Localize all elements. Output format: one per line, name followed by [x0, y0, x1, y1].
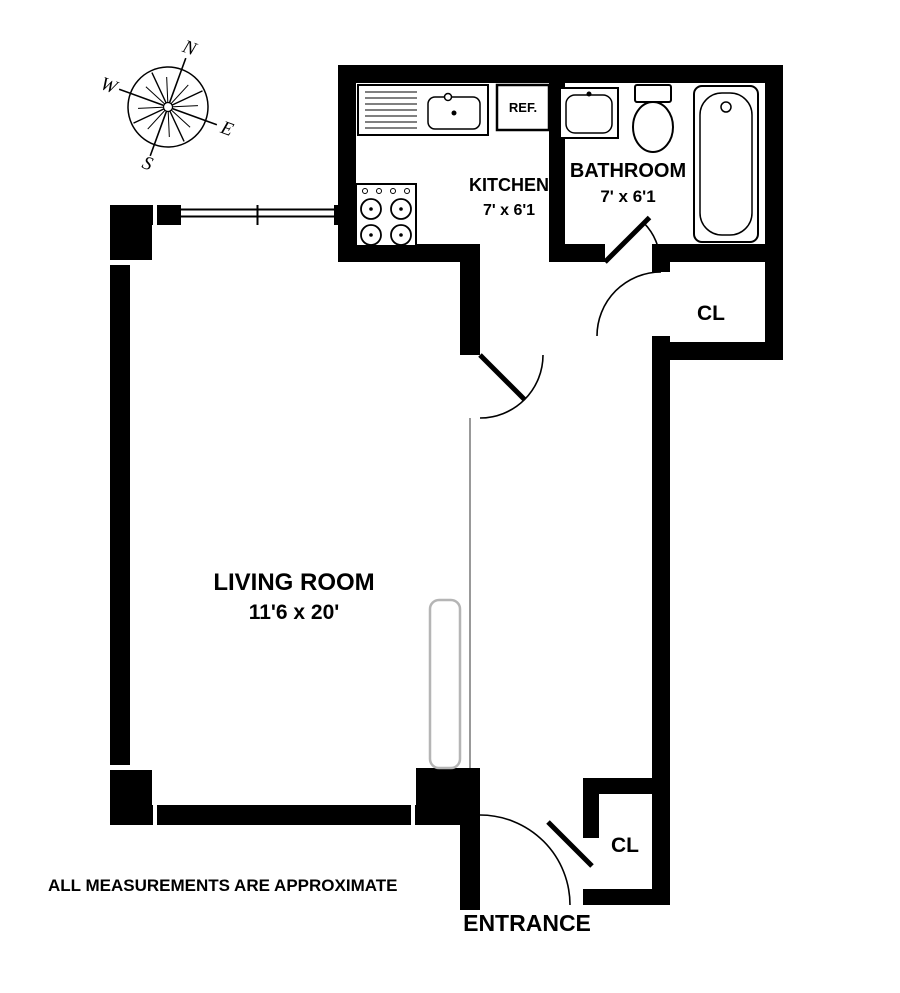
compass-hub — [162, 101, 174, 113]
wall-segment — [652, 342, 670, 778]
bathroom-label: BATHROOM — [570, 160, 686, 182]
disclaimer-text: ALL MEASUREMENTS ARE APPROXIMATE — [48, 876, 397, 895]
living-room-label: LIVING ROOM — [213, 569, 374, 596]
stove-burner-center — [369, 233, 373, 237]
door-arc — [643, 222, 661, 263]
kitchen-dims: 7' x 6'1 — [483, 202, 535, 219]
bathroom-sink-basin — [565, 94, 613, 134]
wall-segment — [652, 262, 670, 272]
entrance-label: ENTRANCE — [463, 910, 591, 936]
wall-segment — [110, 205, 130, 825]
closet-lower-label: CL — [611, 834, 639, 857]
door-leaf — [603, 215, 652, 264]
wall-notch — [110, 260, 130, 265]
bathtub-basin — [699, 92, 753, 236]
closet-upper-label: CL — [697, 302, 725, 325]
compass-spoke — [133, 106, 169, 124]
bathroom-faucet-icon — [586, 91, 592, 97]
compass-spoke — [149, 106, 169, 157]
compass-spoke — [167, 57, 187, 108]
wall-notch — [110, 765, 130, 770]
wall-notch — [153, 205, 157, 225]
toilet-tank — [634, 84, 672, 103]
stove-knob — [404, 188, 410, 194]
compass-south-label: S — [139, 152, 156, 175]
labels: REF. KITCHEN 7' x 6'1 BATHROOM 7' x 6'1 … — [48, 100, 725, 936]
bathtub-drain — [720, 101, 732, 113]
wall-segment — [460, 775, 480, 910]
wall-segment — [583, 778, 670, 794]
stove-knob — [376, 188, 382, 194]
kitchen-label: KITCHEN — [469, 175, 549, 195]
stove-burner-center — [399, 233, 403, 237]
wall-segment — [652, 244, 765, 262]
living-room-dims: 11'6 x 20' — [249, 601, 340, 624]
kitchen-faucet-icon — [443, 92, 453, 102]
wall-notch — [411, 805, 415, 825]
window — [179, 205, 336, 225]
compass-rose: N E S W — [98, 36, 237, 176]
compass-north-label: N — [179, 36, 200, 61]
wall-segment — [652, 778, 670, 905]
gray-details — [428, 418, 471, 770]
compass-spoke — [118, 88, 169, 108]
wall-notches — [110, 205, 415, 825]
wall-segment — [460, 244, 480, 355]
kitchen-fixtures — [355, 83, 551, 247]
door-arc — [596, 271, 662, 337]
stove-burner-center — [369, 207, 373, 211]
sliding-door-leaf — [428, 598, 462, 770]
kitchen-sink-drain — [451, 110, 457, 116]
wall-segment — [583, 889, 670, 905]
wall-segment — [110, 805, 480, 825]
door-leaf — [478, 353, 527, 402]
corner-pillar — [110, 205, 152, 260]
wall-segment — [335, 205, 356, 225]
refrigerator — [495, 83, 551, 132]
walls — [110, 65, 783, 910]
bathroom-dims: 7' x 6'1 — [600, 187, 655, 206]
door-arc — [479, 814, 571, 906]
door-leaf — [546, 820, 594, 868]
compass-spoke — [167, 106, 218, 126]
refrigerator-label: REF. — [509, 100, 537, 115]
doors — [478, 215, 662, 906]
compass-spoke — [167, 90, 203, 108]
compass-west-label: W — [98, 73, 122, 99]
compass-spoke — [151, 72, 169, 108]
stove-knob — [362, 188, 368, 194]
wall-segment — [565, 244, 605, 262]
compass-east-label: E — [217, 117, 236, 141]
stove-burner-center — [399, 207, 403, 211]
wall-segment — [338, 65, 783, 83]
compass-spoke — [167, 106, 185, 142]
wall-segment — [338, 65, 356, 262]
wall-notch — [153, 805, 157, 825]
wall-segment — [765, 65, 783, 360]
stove-knob — [390, 188, 396, 194]
toilet-bowl — [632, 101, 674, 153]
wall-segment — [652, 342, 783, 360]
bathroom-fixtures — [559, 84, 759, 243]
wall-segment — [583, 778, 599, 838]
wall-segment — [338, 244, 480, 262]
